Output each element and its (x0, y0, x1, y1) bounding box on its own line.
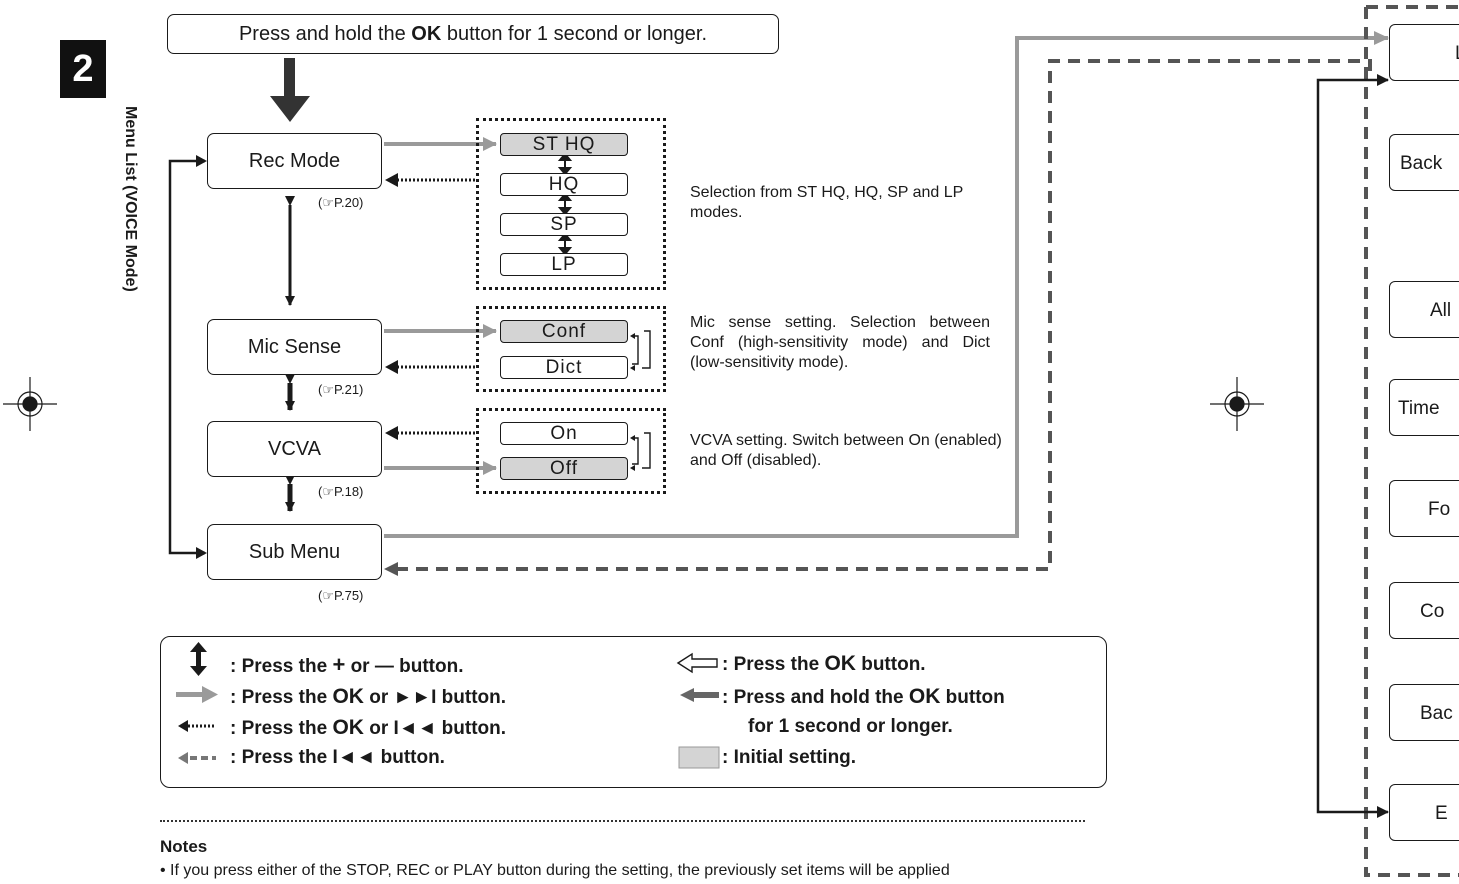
registration-mark-right (1210, 377, 1264, 431)
instruction-box: Press and hold the OK button for 1 secon… (167, 14, 779, 54)
option-sp[interactable]: SP (500, 213, 628, 236)
gray-left-arrow-icon (680, 688, 719, 702)
option-hq[interactable]: HQ (500, 173, 628, 196)
submenu-item-1[interactable]: L (1389, 24, 1459, 81)
submenu-item-5[interactable]: Fo (1389, 480, 1459, 537)
menu-label: VCVA (268, 437, 321, 460)
initial-setting-swatch (678, 746, 720, 769)
submenu-item-8[interactable]: E (1389, 784, 1459, 841)
down-arrow-icon (270, 58, 310, 122)
rec-mode-options-group (476, 118, 666, 290)
registration-mark-left (3, 377, 57, 431)
option-off[interactable]: Off (500, 457, 628, 480)
legend-initial: : Initial setting. (722, 747, 857, 768)
option-st-hq[interactable]: ST HQ (500, 133, 628, 156)
option-lp[interactable]: LP (500, 253, 628, 276)
mic-sense-description: Mic sense setting. Selection between Con… (690, 314, 990, 371)
option-on[interactable]: On (500, 422, 628, 445)
menu-label: Mic Sense (247, 335, 342, 358)
menu-sub-menu[interactable]: Sub Menu (207, 524, 382, 580)
outline-left-arrow-icon (676, 652, 718, 674)
menu-rec-mode[interactable]: Rec Mode (207, 133, 382, 189)
instruction-ok: OK (411, 22, 442, 45)
vcva-description: VCVA setting. Switch between On (enabled… (690, 432, 1002, 469)
rec-mode-description: Selection from ST HQ, HQ, SP and LP mode… (690, 184, 964, 221)
chapter-number-tab: 2 (60, 40, 106, 98)
dotted-left-arrow-icon (178, 720, 214, 732)
legend-ok-rew: : Press the OK or I◄◄ button. (230, 716, 507, 739)
option-conf[interactable]: Conf (500, 320, 628, 343)
submenu-item-3[interactable]: All (1389, 281, 1459, 338)
legend-hold-ok: : Press and hold the OK button (722, 685, 1005, 708)
menu-label: Rec Mode (248, 149, 341, 172)
gray-right-arrow-icon (176, 686, 218, 703)
submenu-item-7[interactable]: Bac (1389, 684, 1459, 741)
menu-mic-sense[interactable]: Mic Sense (207, 319, 382, 375)
updown-arrow-icon (190, 642, 207, 676)
notes-text: • If you press either of the STOP, REC o… (160, 862, 950, 879)
page-ref: (☞P.75) (318, 588, 364, 603)
notes-separator (160, 820, 1085, 822)
legend-box (160, 636, 1107, 788)
legend-ok-ff: : Press the OK or ►►I button. (230, 685, 507, 708)
option-dict[interactable]: Dict (500, 356, 628, 379)
notes-title: Notes (160, 837, 208, 856)
instruction-pre: Press and hold the (238, 22, 406, 45)
legend-plus-minus: : Press the + or — button. (230, 652, 464, 677)
page-ref: (☞P.21) (318, 382, 364, 397)
legend-ok: : Press the OK button. (722, 652, 926, 675)
chapter-title: Menu List (VOICE Mode) (122, 106, 139, 292)
menu-label: Sub Menu (248, 540, 341, 563)
menu-vcva[interactable]: VCVA (207, 421, 382, 477)
submenu-item-6[interactable]: Co (1389, 582, 1459, 639)
submenu-item-2[interactable]: Back (1389, 134, 1459, 191)
instruction-post: button for 1 second or longer. (446, 22, 708, 45)
legend-rew: : Press the I◄◄ button. (230, 747, 445, 768)
mic-sense-options-group (476, 306, 666, 392)
page-ref: (☞P.20) (318, 195, 364, 210)
legend-hold-ok-line2: for 1 second or longer. (748, 716, 953, 737)
submenu-item-4[interactable]: Time (1389, 379, 1459, 436)
dashed-left-arrow-icon (178, 752, 216, 764)
legend-icons (176, 642, 720, 769)
page-ref: (☞P.18) (318, 484, 364, 499)
vcva-options-group (476, 408, 666, 494)
